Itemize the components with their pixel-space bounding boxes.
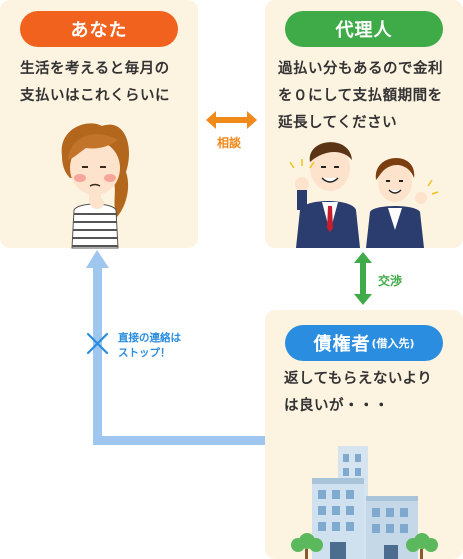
you-speech-line-2: 支払いはこれくらいに [20,88,170,104]
agent-speech-line-3: 延長してください [278,115,398,131]
agent-speech-line-1: 過払い分もあるので金利 [278,61,443,77]
negotiate-label: 交渉 [378,274,403,288]
agent-speech-line-2: を０にして支払額期間を [278,88,443,104]
office-building-icon [291,446,438,559]
stop-label: 直接の連絡は ストップ！ [118,331,181,361]
you-speech: 生活を考えると毎月の 支払いはこれくらいに [20,56,170,110]
creditor-title-sub: (借入先) [371,337,415,350]
creditor-speech-line-2: は良いが・・・ [284,398,389,414]
stop-label-line-2: ストップ！ [118,347,171,359]
consult-label: 相談 [217,136,242,150]
you-speech-line-1: 生活を考えると毎月の [20,61,170,77]
worried-woman-icon [61,123,130,249]
you-title-text: あなた [70,20,128,41]
negotiate-arrow [354,252,372,305]
creditor-speech: 返してもらえないより は良いが・・・ [284,366,432,420]
agent-title: 代理人 [285,11,443,47]
creditor-speech-line-1: 返してもらえないより [284,371,433,387]
creditor-title: 債権者(借入先) [285,325,443,361]
stop-arrow [86,250,265,445]
agent-speech: 過払い分もあるので金利 を０にして支払額期間を 延長してください [278,56,443,137]
agent-title-text: 代理人 [335,20,393,41]
you-title: あなた [20,11,178,47]
consult-arrow [206,111,257,129]
stop-cross-icon [86,332,109,355]
creditor-title-text: 債権者 [313,334,371,355]
business-people-icon [289,142,439,248]
stop-label-line-1: 直接の連絡は [118,332,181,344]
